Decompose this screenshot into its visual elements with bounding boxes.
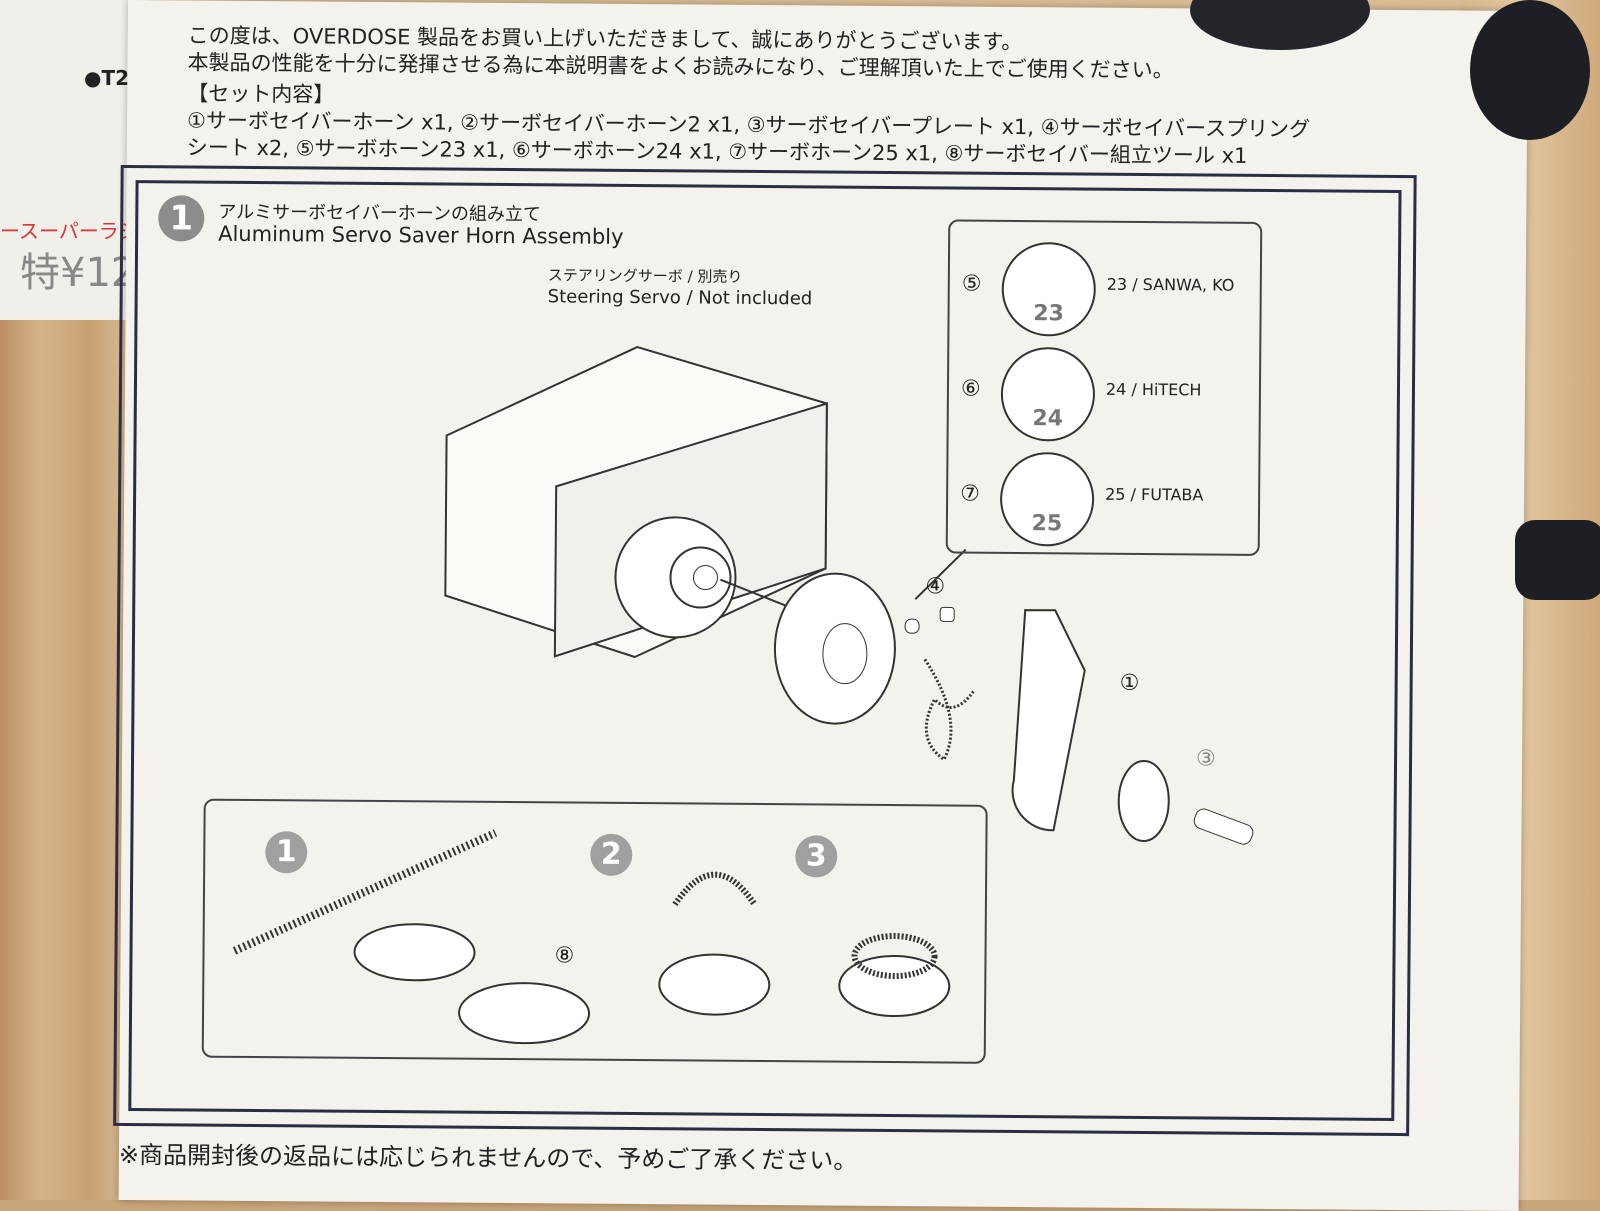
step-frame: 1 アルミサーボセイバーホーンの組み立て Aluminum Servo Save…	[113, 164, 1417, 1137]
package-code: ●T2	[84, 66, 130, 90]
spring-assembly-box: 1 2 3 ⑧	[201, 798, 988, 1064]
servo-illustration	[444, 345, 1254, 845]
instruction-sheet: この度は、OVERDOSE 製品をお買い上げいただきまして、誠にありがとうござい…	[113, 0, 1528, 1211]
step-inner-frame: 1 アルミサーボセイバーホーンの組み立て Aluminum Servo Save…	[128, 180, 1402, 1121]
price-tag-price: 特¥12	[20, 250, 137, 296]
price-tag-store: ースーパーラジ	[0, 219, 130, 243]
substep-illustrations	[232, 829, 951, 1045]
